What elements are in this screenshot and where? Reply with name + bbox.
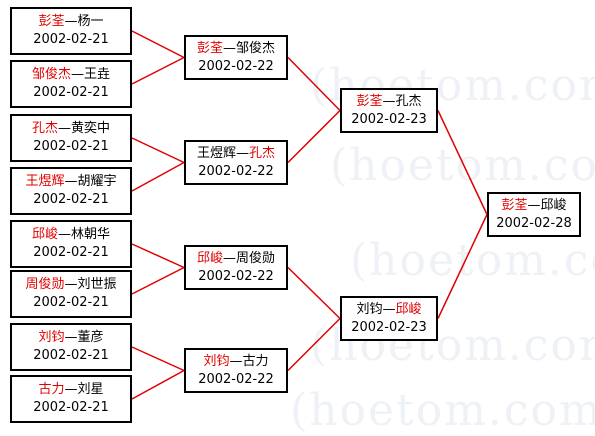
match-box: 王煜辉—孔杰 2002-02-22	[184, 140, 288, 185]
match-players: 王煜辉—孔杰	[196, 145, 276, 161]
player-name: 王煜辉	[196, 145, 236, 161]
player-name: 古力	[242, 353, 269, 369]
connector-line	[131, 346, 185, 372]
player-name: 董彦	[77, 330, 104, 345]
match-date: 2002-02-21	[33, 348, 109, 363]
match-players: 邱峻—周俊勋	[196, 250, 276, 266]
match-box: 彭荃—杨一 2002-02-21	[10, 7, 132, 55]
player-name: 王煜辉	[25, 174, 65, 189]
player-name: 孔杰	[395, 93, 422, 109]
match-players: 邱峻—林朝华	[31, 227, 111, 242]
player-name: 邱峻	[395, 301, 422, 317]
player-name: 刘星	[77, 382, 104, 397]
match-date: 2002-02-21	[33, 139, 109, 154]
connector-line	[131, 243, 185, 269]
player-name: 刘钧	[203, 353, 230, 369]
player-name: 彭荃	[38, 14, 65, 29]
player-name: 杨一	[77, 14, 104, 29]
match-date: 2002-02-22	[198, 268, 274, 284]
player-name: 林朝华	[71, 227, 111, 242]
player-name: 刘钧	[38, 330, 65, 345]
match-players: 刘钧—古力	[203, 353, 269, 369]
match-players: 彭荃—杨一	[38, 14, 104, 29]
player-name: 周俊勋	[236, 250, 276, 266]
player-name: 彭荃	[196, 40, 223, 56]
watermark-text: (hoetom.com)	[290, 385, 595, 436]
connector-line	[437, 214, 488, 319]
player-name: 周俊勋	[25, 277, 65, 292]
match-box: 彭荃—邹俊杰 2002-02-22	[184, 35, 288, 80]
match-players: 刘钧—邱峻	[356, 301, 422, 317]
match-box: 邱峻—周俊勋 2002-02-22	[184, 245, 288, 290]
player-name: 邱峻	[31, 227, 58, 242]
player-name: 刘世振	[77, 277, 117, 292]
connector-line	[131, 56, 185, 85]
player-name: 邹俊杰	[236, 40, 276, 56]
player-name: 邹俊杰	[31, 67, 71, 82]
match-box: 周俊勋—刘世振 2002-02-21	[10, 270, 132, 318]
player-name: 胡耀宇	[77, 174, 117, 189]
match-players: 彭荃—邱峻	[501, 197, 567, 213]
match-date: 2002-02-21	[33, 192, 109, 207]
match-date: 2002-02-21	[33, 85, 109, 100]
match-players: 孔杰—黄奕中	[31, 121, 111, 136]
match-date: 2002-02-21	[33, 32, 109, 47]
match-date: 2002-02-22	[198, 58, 274, 74]
match-box: 刘钧—邱峻 2002-02-23	[340, 296, 438, 341]
match-players: 周俊勋—刘世振	[25, 277, 117, 292]
player-name: 邱峻	[540, 197, 567, 213]
match-box: 邹俊杰—王垚 2002-02-21	[10, 60, 132, 108]
match-players: 王煜辉—胡耀宇	[25, 174, 117, 189]
final-match-box: 彭荃—邱峻 2002-02-28	[487, 192, 581, 237]
match-box: 邱峻—林朝华 2002-02-21	[10, 220, 132, 268]
watermark-text: (hoetom.com)	[350, 235, 595, 286]
connector-line	[437, 110, 488, 215]
match-date: 2002-02-22	[198, 371, 274, 387]
match-box: 彭荃—孔杰 2002-02-23	[340, 88, 438, 133]
match-players: 刘钧—董彦	[38, 330, 104, 345]
match-box: 古力—刘星 2002-02-21	[10, 375, 132, 423]
match-box: 刘钧—董彦 2002-02-21	[10, 323, 132, 371]
match-box: 王煜辉—胡耀宇 2002-02-21	[10, 167, 132, 215]
player-name: 刘钧	[356, 301, 383, 317]
match-players: 彭荃—孔杰	[356, 93, 422, 109]
player-name: 孔杰	[31, 121, 58, 136]
player-name: 古力	[38, 382, 65, 397]
match-box: 刘钧—古力 2002-02-22	[184, 348, 288, 393]
connector-line	[131, 369, 185, 400]
connector-line	[131, 266, 185, 295]
player-name: 孔杰	[249, 145, 276, 161]
player-name: 彭荃	[356, 93, 383, 109]
connector-line	[131, 137, 185, 164]
match-players: 邹俊杰—王垚	[31, 67, 111, 82]
match-date: 2002-02-28	[496, 215, 572, 231]
match-date: 2002-02-21	[33, 245, 109, 260]
connector-line	[287, 317, 341, 372]
match-date: 2002-02-23	[351, 319, 427, 335]
connector-line	[287, 56, 341, 112]
connector-line	[287, 109, 341, 164]
match-players: 彭荃—邹俊杰	[196, 40, 276, 56]
match-date: 2002-02-23	[351, 111, 427, 127]
match-players: 古力—刘星	[38, 382, 104, 397]
player-name: 黄奕中	[71, 121, 111, 136]
watermark-text: (hoetom.com)	[330, 140, 595, 191]
match-date: 2002-02-22	[198, 163, 274, 179]
connector-line	[131, 30, 185, 59]
match-date: 2002-02-21	[33, 400, 109, 415]
match-box: 孔杰—黄奕中 2002-02-21	[10, 114, 132, 162]
player-name: 彭荃	[501, 197, 528, 213]
match-date: 2002-02-21	[33, 295, 109, 310]
player-name: 王垚	[84, 67, 111, 82]
player-name: 邱峻	[196, 250, 223, 266]
connector-line	[287, 266, 341, 320]
connector-line	[131, 161, 185, 192]
